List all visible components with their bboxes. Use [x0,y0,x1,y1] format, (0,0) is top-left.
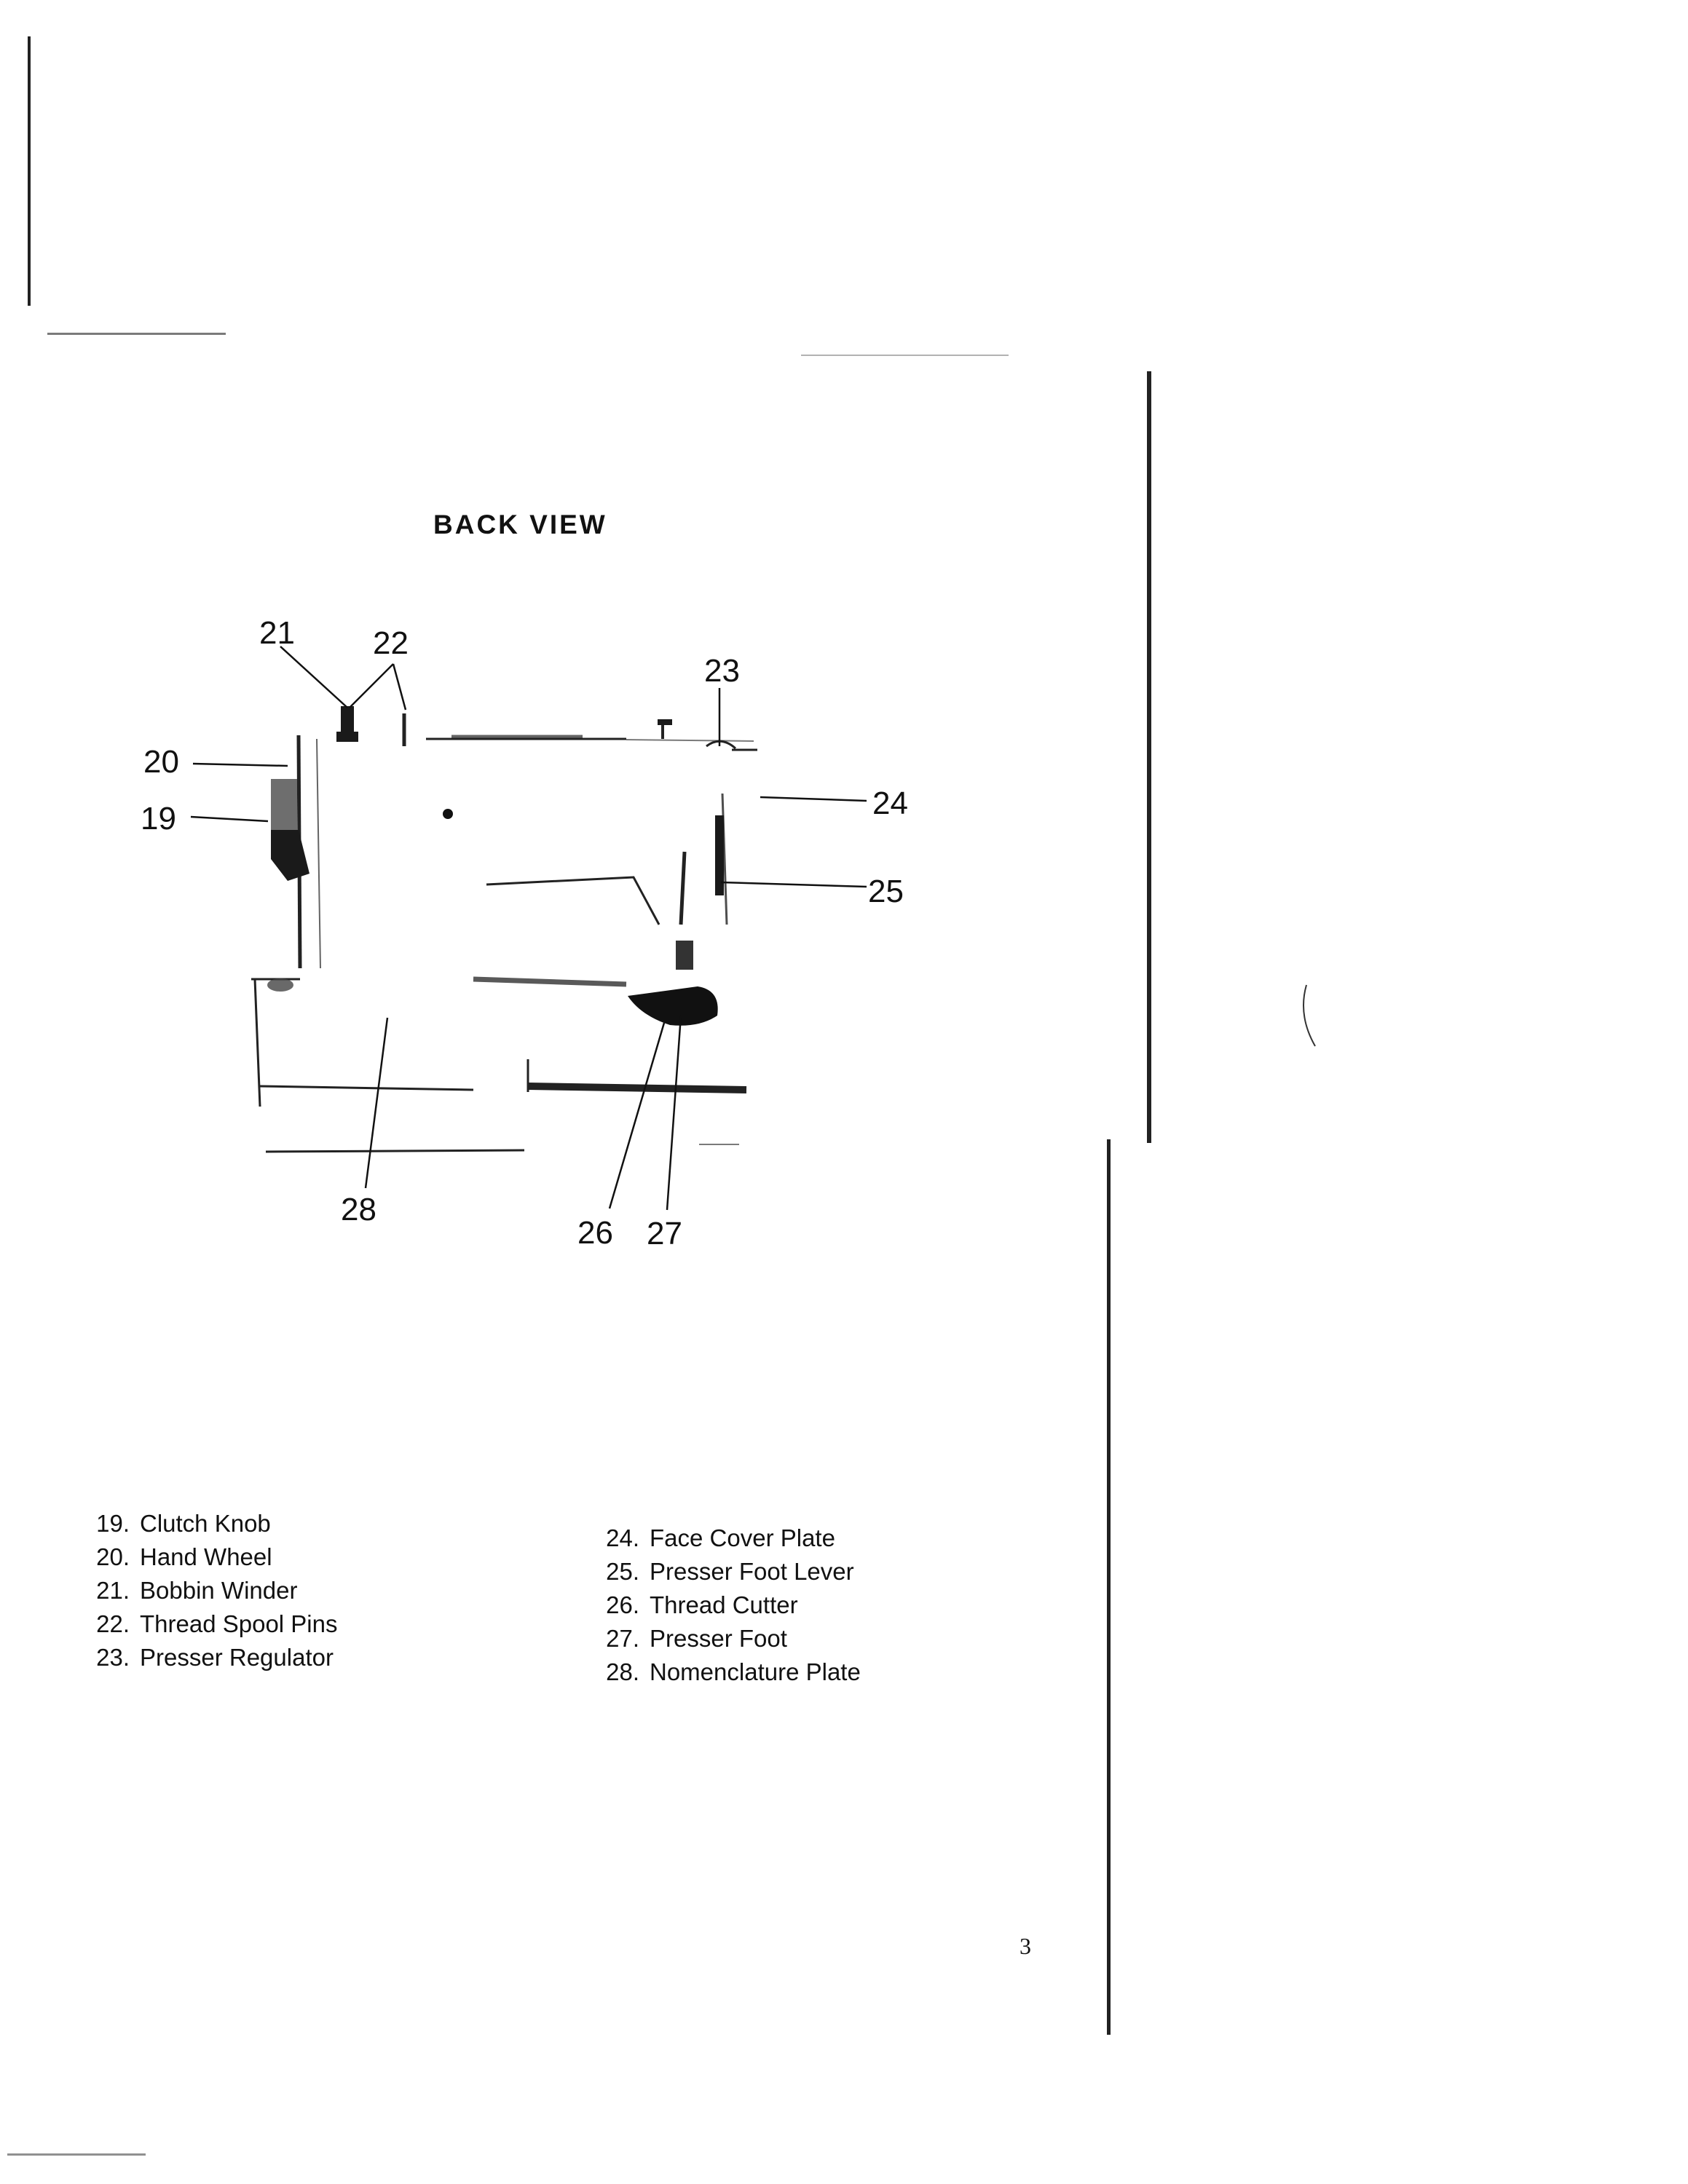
figure-title: BACK VIEW [433,510,607,539]
presser-foot-lever-shape [715,815,724,895]
legend-item-28: 28. Nomenclature Plate [590,1655,861,1689]
callout-19: 19 [141,801,176,836]
legend-num: 28. [606,1658,639,1685]
legend-label: Clutch Knob [140,1510,271,1537]
scan-bottom-smudge [7,2153,146,2156]
leader-lines [190,646,867,1211]
leader-27 [666,1015,682,1211]
legend-item-22: 22. Thread Spool Pins [80,1607,338,1641]
bed-left-edge [253,978,261,1107]
callout-27: 27 [647,1216,682,1251]
legend-num: 22. [96,1610,130,1637]
needle-clamp-shape [676,941,693,970]
bed-top-edge [473,976,627,987]
legend-item-27: 27. Presser Foot [590,1622,861,1655]
leader-22a [349,663,394,708]
leader-21 [280,646,348,708]
callout-21: 21 [259,615,295,651]
leader-19 [190,815,269,823]
legend-label: Face Cover Plate [650,1524,835,1551]
legend-item-21: 21. Bobbin Winder [80,1574,338,1607]
callout-28: 28 [341,1192,376,1227]
legend-num: 23. [96,1644,130,1671]
scan-top-smudge-left [47,333,226,335]
leader-24 [760,796,867,802]
thread-cutter-shape [628,986,718,1026]
legend-item-25: 25. Presser Foot Lever [590,1555,861,1588]
legend-num: 24. [606,1524,639,1551]
legend-item-19: 19. Clutch Knob [80,1507,338,1540]
head-underside [486,876,660,925]
legend-label: Nomenclature Plate [650,1658,861,1685]
legend-item-23: 23. Presser Regulator [80,1641,338,1674]
legend-label: Presser Foot [650,1625,787,1652]
callout-23: 23 [704,653,740,689]
legend-item-24: 24. Face Cover Plate [590,1522,861,1555]
legend-item-20: 20. Hand Wheel [80,1540,338,1574]
callout-22: 22 [373,625,409,661]
legend-num: 21. [96,1577,130,1604]
legend-num: 27. [606,1625,639,1652]
leader-20 [192,762,288,767]
legend-label: Hand Wheel [140,1543,272,1570]
callout-24: 24 [872,786,908,821]
scan-top-smudge-right [801,355,1009,356]
legend-label: Thread Cutter [650,1591,798,1618]
parts-legend-right: 24. Face Cover Plate 25. Presser Foot Leve… [590,1522,861,1689]
leader-22b [392,663,407,711]
arm-dot [443,809,453,819]
bobbin-winder-shape [341,706,354,734]
leader-25 [720,881,867,888]
legend-label: Presser Foot Lever [650,1558,854,1585]
callout-26: 26 [577,1215,613,1251]
legend-num: 19. [96,1510,130,1537]
callout-20: 20 [143,744,179,780]
legend-label: Thread Spool Pins [140,1610,338,1637]
scan-arc-mark [1303,984,1316,1047]
legend-num: 20. [96,1543,130,1570]
binding-edge-top [1147,371,1151,1143]
legend-label: Bobbin Winder [140,1577,298,1604]
callout-25: 25 [868,874,904,909]
presser-regulator-shape [658,719,672,725]
bed-front-plate [527,1083,747,1093]
legend-label: Presser Regulator [140,1644,334,1671]
legend-num: 26. [606,1591,639,1618]
binding-edge-bottom [1107,1139,1111,2035]
parts-legend-left: 19. Clutch Knob 20. Hand Wheel 21. Bobbin W… [80,1507,338,1674]
sewing-machine-back-view-diagram [190,646,867,1211]
page-number: 3 [1019,1933,1031,1959]
legend-item-26: 26. Thread Cutter [590,1588,861,1622]
leader-26 [608,1022,666,1209]
scan-left-edge [28,36,31,306]
leader-28 [364,1017,389,1189]
legend-num: 25. [606,1558,639,1585]
clutch-knob-shape [271,830,309,881]
